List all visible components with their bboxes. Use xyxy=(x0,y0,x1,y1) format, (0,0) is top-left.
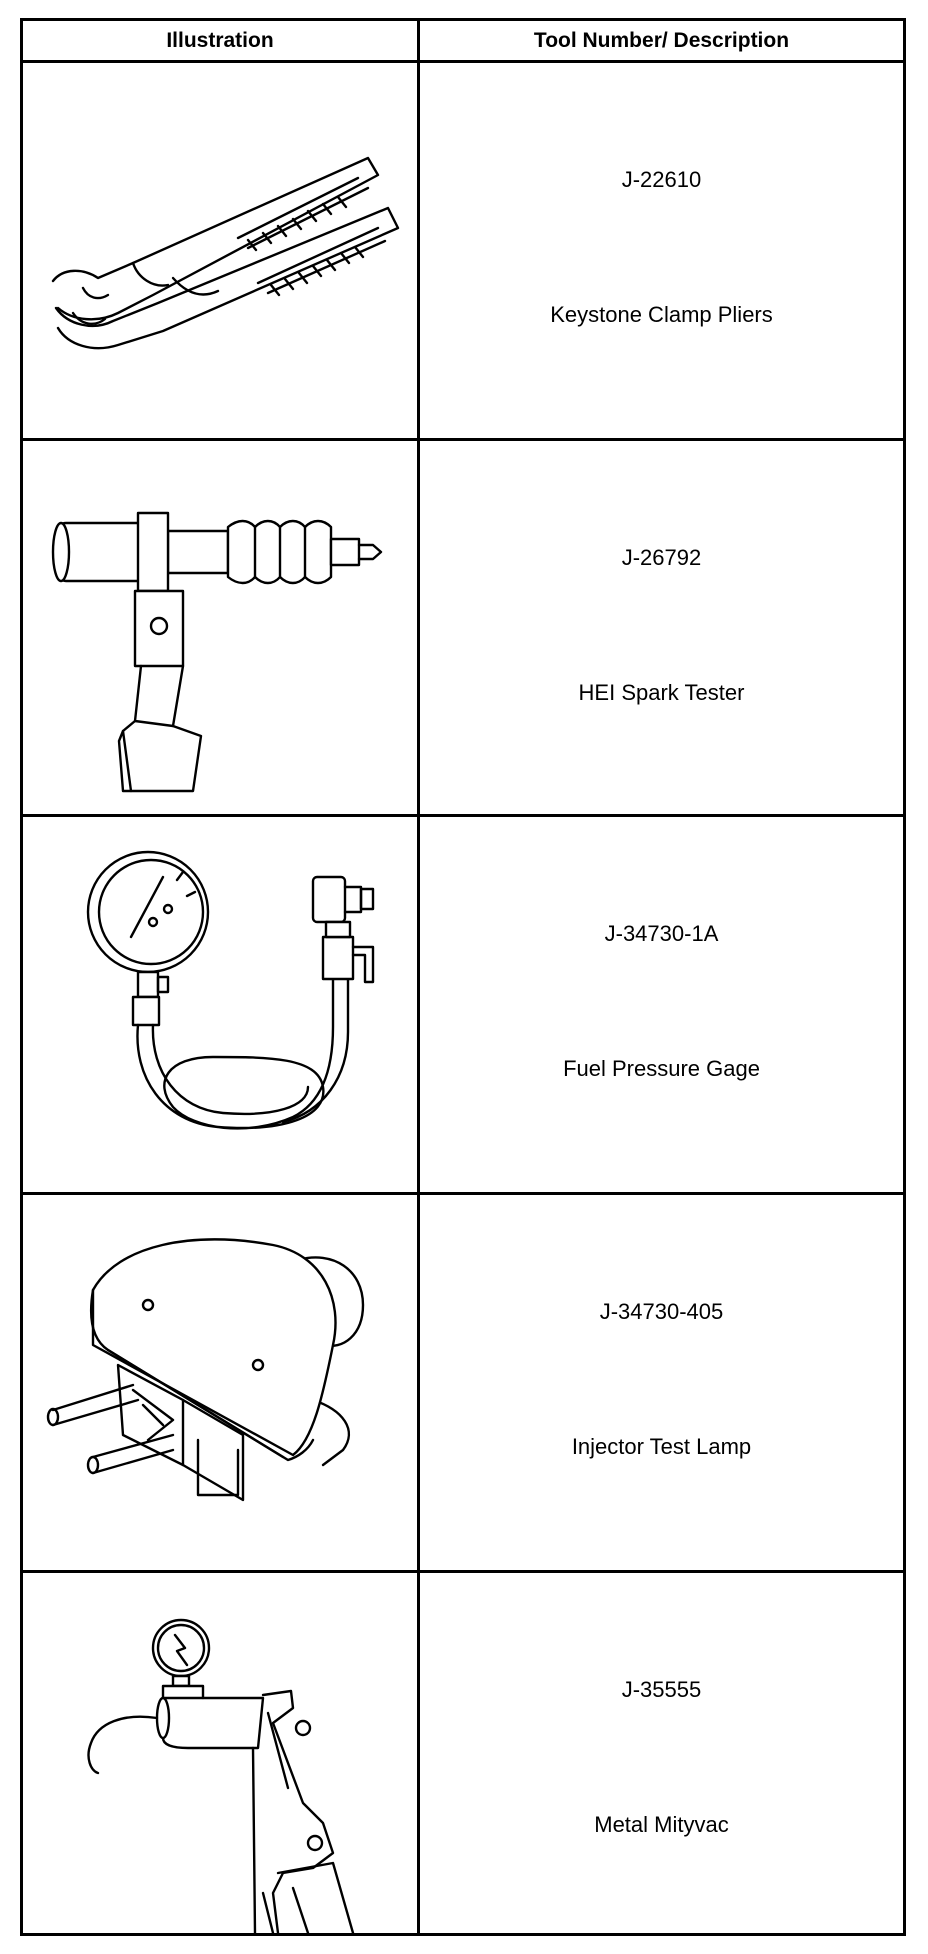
description-cell: J-34730-405 Injector Test Lamp xyxy=(420,1195,903,1570)
illustration-cell xyxy=(23,441,417,814)
keystone-clamp-pliers-icon xyxy=(51,156,400,350)
table-row: J-26792 HEI Spark Tester xyxy=(23,441,903,817)
header-illustration: Illustration xyxy=(166,29,274,52)
injector-test-lamp-icon xyxy=(46,1238,365,1502)
table-row: J-22610 Keystone Clamp Pliers xyxy=(23,63,903,441)
illustration-cell xyxy=(23,1573,417,1933)
metal-mityvac-icon xyxy=(87,1618,355,1933)
tool-number: J-34730-1A xyxy=(604,921,719,946)
table-row: J-35555 Metal Mityvac xyxy=(23,1573,903,1933)
fuel-pressure-gage-icon xyxy=(86,850,375,1130)
tool-table: Illustration Tool Number/ Description J-… xyxy=(20,18,906,1936)
header-tool-description: Tool Number/ Description xyxy=(533,29,790,52)
tool-number: J-34730-405 xyxy=(599,1299,724,1324)
description-cell: J-22610 Keystone Clamp Pliers xyxy=(420,63,903,438)
tool-name: Keystone Clamp Pliers xyxy=(550,302,773,327)
column-divider xyxy=(417,21,420,1933)
tool-number: J-22610 xyxy=(621,167,702,192)
table-row: J-34730-1A Fuel Pressure Gage xyxy=(23,817,903,1195)
table-header: Illustration Tool Number/ Description xyxy=(23,21,903,63)
tool-name: Injector Test Lamp xyxy=(571,1434,752,1459)
illustration-cell xyxy=(23,63,417,438)
description-cell: J-34730-1A Fuel Pressure Gage xyxy=(420,817,903,1192)
tool-number: J-35555 xyxy=(621,1677,702,1702)
hei-spark-tester-icon xyxy=(51,511,383,793)
tool-number: J-26792 xyxy=(621,545,702,570)
illustration-cell xyxy=(23,817,417,1192)
description-cell: J-35555 Metal Mityvac xyxy=(420,1573,903,1933)
tool-name: Fuel Pressure Gage xyxy=(563,1056,760,1081)
tool-name: HEI Spark Tester xyxy=(578,680,745,705)
tool-name: Metal Mityvac xyxy=(594,1812,729,1837)
illustration-cell xyxy=(23,1195,417,1570)
description-cell: J-26792 HEI Spark Tester xyxy=(420,441,903,814)
table-row: J-34730-405 Injector Test Lamp xyxy=(23,1195,903,1573)
